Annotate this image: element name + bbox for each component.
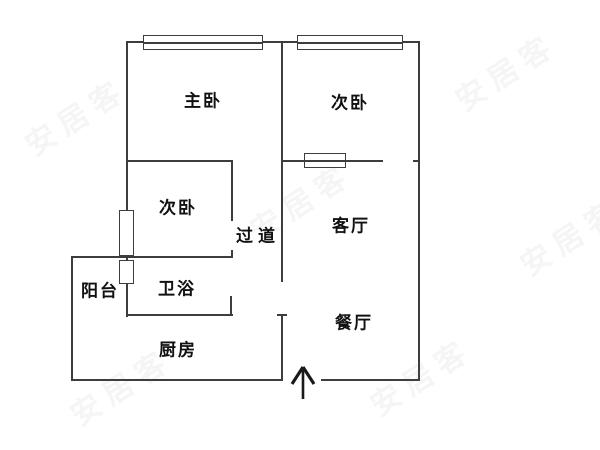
- wall-bottom-left: [71, 379, 283, 381]
- wall-bathroom-right: [230, 296, 232, 316]
- wall-center-lower: [281, 314, 283, 381]
- wall-livingroom-top-nub: [413, 160, 420, 162]
- wall-left-lower-exterior: [71, 256, 73, 381]
- window-master-bedroom: [143, 35, 263, 50]
- watermark: 安居客: [20, 73, 134, 163]
- wall-right-exterior: [418, 41, 420, 381]
- wall-second-bedroom-right: [231, 160, 233, 221]
- room-label-second-bedroom-top: 次卧: [331, 93, 369, 113]
- room-label-kitchen: 厨房: [159, 340, 197, 360]
- window-left-small: [119, 260, 134, 284]
- wall-bedroom-divider-left: [126, 160, 233, 162]
- wall-bathroom-top-cap: [231, 250, 233, 258]
- room-label-dining-room: 餐厅: [335, 313, 373, 333]
- window-pane-line: [305, 160, 345, 162]
- window-left-tall: [119, 210, 134, 256]
- wall-top-exterior: [126, 41, 420, 43]
- room-label-living-room: 客厅: [332, 216, 370, 236]
- window-second-bedroom-top: [297, 35, 403, 50]
- window-pane-line: [298, 42, 402, 44]
- watermark: 安居客: [365, 333, 479, 423]
- watermark: 安居客: [450, 28, 564, 118]
- room-label-master-bedroom: 主卧: [184, 91, 222, 111]
- room-label-second-bedroom-left: 次卧: [159, 198, 197, 218]
- wall-bathroom-top: [71, 256, 233, 258]
- wall-center-lower-cap: [277, 314, 287, 316]
- room-label-bathroom: 卫浴: [158, 279, 196, 299]
- wall-bathroom-bottom: [126, 314, 233, 316]
- wall-left-upper-exterior: [126, 41, 128, 317]
- wall-bottom-right: [321, 379, 420, 381]
- window-pane-line: [144, 42, 262, 44]
- watermark: 安居客: [515, 193, 600, 283]
- entrance-arrow-icon: [290, 366, 316, 399]
- window-livingroom-divider: [304, 153, 346, 168]
- room-label-balcony: 阳台: [81, 281, 119, 301]
- room-label-corridor: 过道: [236, 226, 280, 246]
